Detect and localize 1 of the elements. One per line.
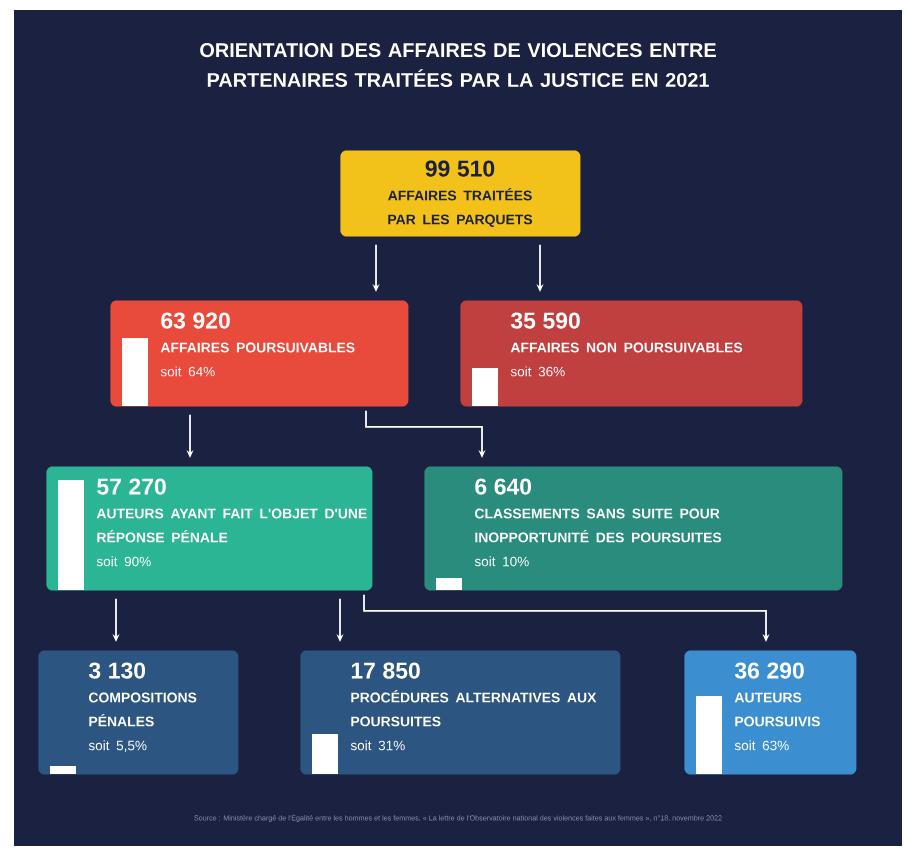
title: ORIENTATION DES AFFAIRES DE VIOLENCES ENTRE PARTENAIRES TRAITÉES PAR LA JUSTICE EN 2021 xyxy=(200,43,716,88)
